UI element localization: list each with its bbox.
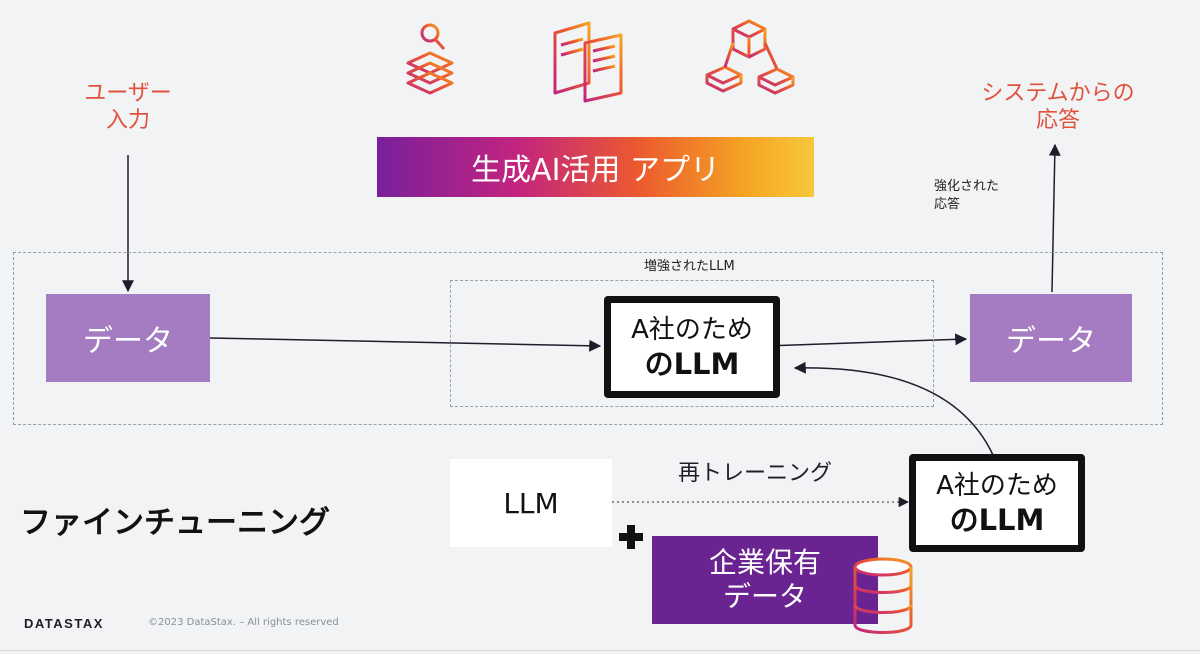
company-llm-line1: A社のため [631,315,753,345]
user-input-label: ユーザー 入力 [63,80,193,134]
datastax-logo: DATASTAX [24,617,104,631]
data-box-input-label: データ [83,324,173,359]
document-search-icon [406,23,454,95]
company-llm-line2: のLLM [644,347,740,381]
system-response-label-line2: 応答 [1035,108,1080,133]
user-input-label-line1: ユーザー [84,81,172,106]
network-cube-icon [705,19,795,95]
enhanced-response-label: 強化された 応答 [934,178,999,214]
enhanced-llm-label: 増強されたLLM [644,259,735,274]
footer-divider [0,650,1200,651]
base-llm-label: LLM [503,486,559,520]
brand-name: DATASTAX [24,617,104,631]
arrow-llm-to-data [764,333,968,347]
enterprise-data-line1: 企業保有 [708,546,821,579]
database-icon [853,557,913,634]
data-box-output: データ [970,294,1132,382]
enhanced-response-line2: 応答 [934,197,961,212]
system-response-label-line1: システムからの [981,81,1135,106]
plus-icon [619,525,643,549]
retrained-llm-line2: のLLM [949,503,1045,537]
retraining-label: 再トレーニング [678,461,833,486]
app-banner-label: 生成AI活用 アプリ [471,153,720,188]
copyright-text: ©2023 DataStax. – All rights reserved [148,617,339,628]
documents-icon [553,21,623,103]
company-llm-box: A社のため のLLM [604,296,780,398]
arrow-data-to-response [1048,143,1061,293]
enterprise-data-line2: データ [722,580,807,613]
data-box-input: データ [46,294,210,382]
base-llm-box: LLM [450,459,612,547]
pipeline-boundary [13,252,1163,425]
fine-tuning-label: ファインチューニング [20,505,330,541]
user-input-label-line2: 入力 [105,108,150,133]
enhanced-llm-boundary [450,280,934,407]
arrow-retrained-to-llm [793,361,994,456]
enhanced-response-line1: 強化された [934,179,1000,194]
retrained-llm-line1: A社のため [936,471,1058,501]
app-banner: 生成AI活用 アプリ [377,137,814,197]
arrow-data-to-llm [209,337,602,352]
retrained-llm-box: A社のため のLLM [909,454,1085,552]
enterprise-data-box: 企業保有 データ [652,536,878,624]
system-response-label: システムからの 応答 [963,80,1153,134]
data-box-output-label: データ [1006,324,1096,359]
